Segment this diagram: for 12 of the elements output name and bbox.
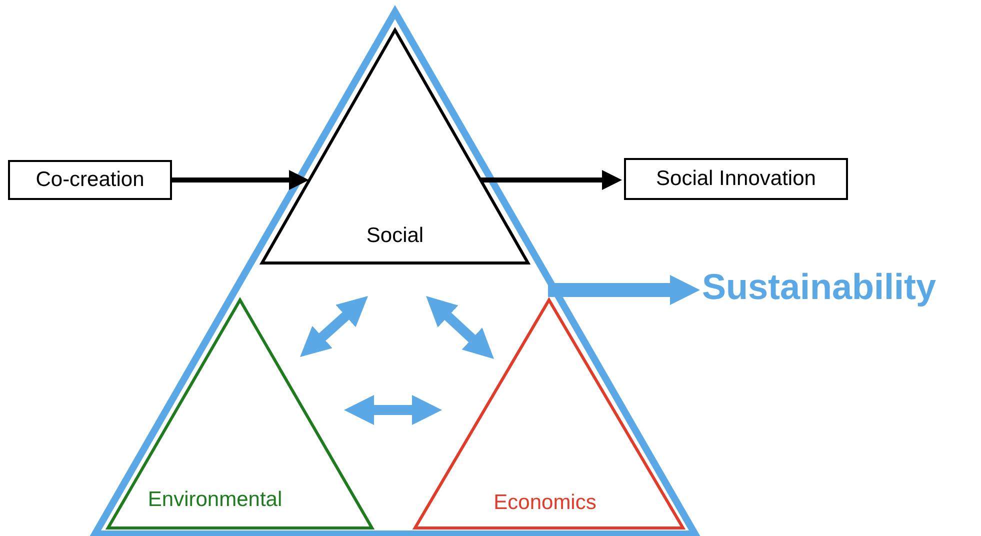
double-arrow	[426, 296, 494, 359]
arrow	[548, 275, 700, 305]
double-arrow	[344, 395, 442, 425]
arrow	[481, 170, 622, 190]
triangle-label: Economics	[494, 491, 596, 515]
triangle-label: Environmental	[148, 488, 282, 512]
process-box: Co-creation	[8, 160, 172, 200]
triangle-label: Social	[366, 224, 424, 248]
arrow	[172, 170, 309, 190]
double-arrow	[300, 296, 368, 357]
process-box: Social Innovation	[624, 158, 848, 200]
heading-text: Sustainability	[702, 266, 936, 308]
